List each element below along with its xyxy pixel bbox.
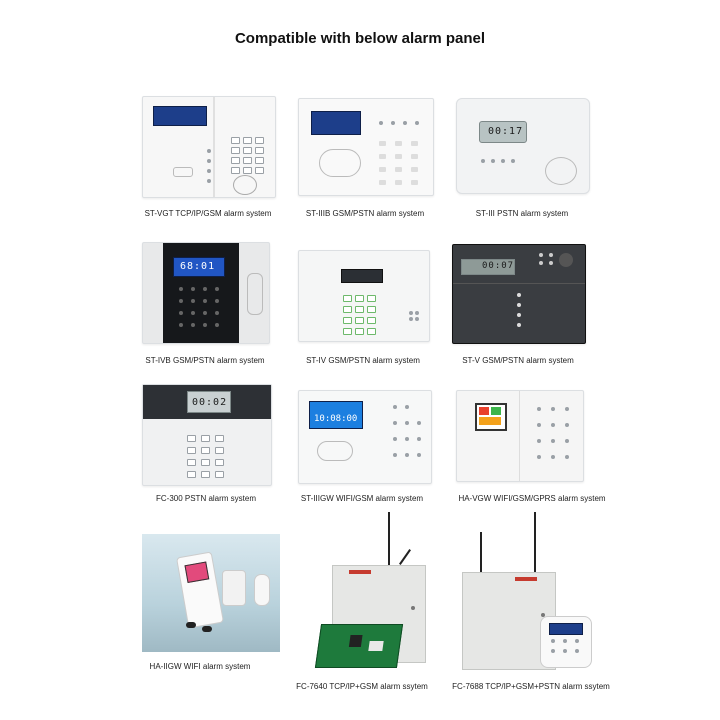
keypad-device (176, 551, 224, 629)
lcd-screen (341, 269, 383, 283)
circuit-board (314, 624, 404, 668)
product-caption: ST-IIIB GSM/PSTN alarm system (305, 209, 425, 218)
lcd-readout: 10:08:00 (314, 414, 358, 424)
lcd-readout: 00:17 (488, 126, 524, 137)
product-caption: ST-VGT TCP/IP/GSM alarm system (144, 209, 272, 218)
lcd-screen: 00:02 (187, 391, 231, 413)
antenna (480, 532, 482, 574)
lcd-screen: 68:01 (173, 257, 225, 277)
fc-300-panel-image: 00:02 (142, 384, 272, 486)
product-caption: FC-300 PSTN alarm system (155, 494, 257, 503)
page-title: Compatible with below alarm panel (234, 30, 486, 47)
product-caption: FC-7688 TCP/IP+GSM+PSTN alarm ssytem (452, 682, 610, 691)
st-iiib-panel-image (298, 98, 434, 196)
product-caption: ST-IIIGW WIFI/GSM alarm system (300, 494, 424, 503)
lcd-readout: 00:02 (192, 397, 228, 408)
st-iv-panel-image (298, 250, 430, 342)
lcd-screen: 00:07 (461, 259, 515, 275)
antenna (399, 549, 411, 565)
product-caption: FC-7640 TCP/IP+GSM alarm ssytem (296, 682, 428, 691)
lcd-readout: 68:01 (180, 261, 216, 272)
product-caption: ST-IVB GSM/PSTN alarm system (145, 356, 265, 365)
product-caption: HA-IIGW WIFI alarm system (149, 662, 251, 671)
ha-iigw-photo (142, 534, 280, 652)
lcd-screen: 10:08:00 (309, 401, 363, 429)
product-caption: ST-III PSTN alarm system (475, 209, 569, 218)
st-iii-panel-image: 00:17 (456, 98, 590, 194)
product-caption: HA-VGW WIFI/GSM/GPRS alarm system (458, 494, 606, 503)
antenna (388, 512, 390, 566)
lcd-screen: 00:17 (479, 121, 527, 143)
st-v-panel-image: 00:07 (452, 244, 586, 344)
lcd-readout: 00:07 (482, 261, 515, 271)
st-ivb-panel-image: 68:01 (142, 242, 270, 344)
lcd-keypad (540, 616, 592, 668)
product-caption: ST-V GSM/PSTN alarm system (462, 356, 574, 365)
ha-vgw-panel-image (456, 390, 584, 482)
lcd-screen (475, 403, 507, 431)
product-caption: ST-IV GSM/PSTN alarm system (306, 356, 420, 365)
st-vgt-panel-image (142, 96, 276, 198)
lcd-screen (153, 106, 207, 126)
antenna (534, 512, 536, 574)
lcd-screen (311, 111, 361, 135)
st-iiigw-panel-image: 10:08:00 (298, 390, 432, 484)
